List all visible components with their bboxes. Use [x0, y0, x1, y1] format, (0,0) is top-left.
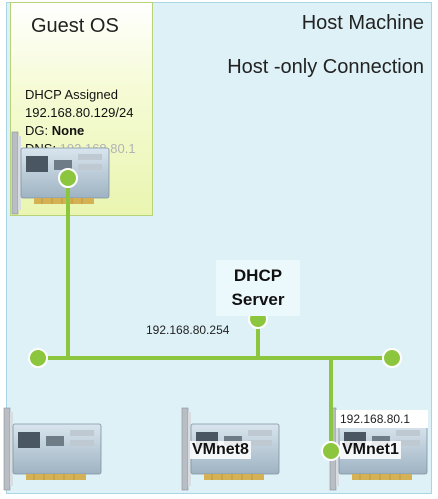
- host-machine-title: Host Machine: [301, 12, 424, 34]
- dhcp-server-box: DHCP Server: [216, 260, 300, 316]
- vmnet1-ip-box: [336, 410, 428, 428]
- default-gateway-line: DG: None: [25, 123, 84, 138]
- network-wires: [38, 178, 392, 452]
- guest-os-title: Guest OS: [31, 15, 119, 37]
- dg-value: None: [51, 123, 85, 138]
- vmnet8-label: VMnet8: [190, 441, 251, 459]
- host-network-card-icon: [3, 407, 102, 491]
- guest-nic-port-node: [58, 168, 78, 188]
- dhcp-server-ip: 192.168.80.254: [146, 323, 230, 337]
- dhcp-server-label-line2: Server: [231, 290, 285, 309]
- dhcp-server-label-line1: DHCP: [233, 266, 283, 285]
- guest-ip-address: 192.168.80.129/24: [25, 105, 134, 120]
- vmnet1-label: VMnet1: [340, 441, 401, 459]
- dg-label: DG:: [25, 123, 52, 138]
- vmnet1-ip: 192.168.80.1: [340, 412, 411, 426]
- dhcp-assigned-label: DHCP Assigned: [25, 87, 118, 102]
- vmnet1-port-node: [321, 441, 341, 461]
- switch-left-end-node: [28, 348, 48, 368]
- connection-type-label: Host -only Connection: [227, 56, 424, 78]
- switch-right-end-node: [382, 348, 402, 368]
